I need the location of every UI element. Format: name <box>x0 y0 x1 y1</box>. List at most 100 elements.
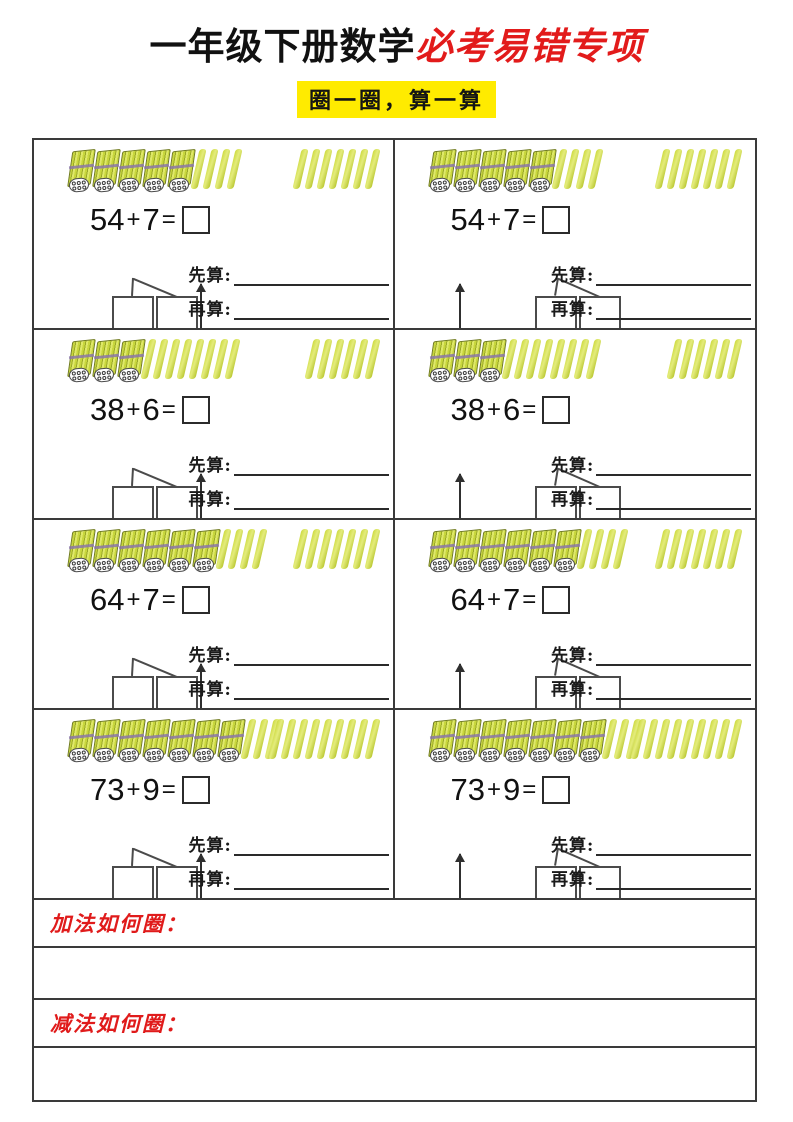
step-then-line-blank[interactable] <box>596 304 751 320</box>
tens-bundles-group <box>427 718 642 770</box>
decomposition-box-right[interactable] <box>578 486 621 518</box>
bundle-of-ten-icon <box>427 528 457 574</box>
decomposition-box-right[interactable] <box>156 296 198 328</box>
decomposition-box-left[interactable] <box>112 676 154 708</box>
step-then-line-blank[interactable] <box>596 494 751 510</box>
answer-box[interactable] <box>181 586 210 614</box>
step-then-line-blank[interactable] <box>596 874 751 890</box>
step-first-line-blank[interactable] <box>233 270 389 286</box>
step-then-line-blank[interactable] <box>233 494 389 510</box>
equation: 38+6= <box>451 392 571 428</box>
single-stick-icon <box>351 148 369 192</box>
single-stick-icon <box>726 528 743 572</box>
problem-row: 38+6=先算:再算:38+6=先算:再算: <box>34 330 755 520</box>
single-stick-icon <box>327 338 345 382</box>
answer-box[interactable] <box>542 776 571 804</box>
step-then-line-blank[interactable] <box>233 684 389 700</box>
bundle-of-ten-icon <box>552 718 582 764</box>
carry-arrow-icon <box>196 283 206 328</box>
tree-branch-line <box>133 278 177 298</box>
equation: 38+6= <box>90 392 210 428</box>
prompt-row-addition: 加法如何圈： <box>34 900 755 948</box>
decomposition-box-left[interactable] <box>534 486 577 518</box>
bundle-of-ten-icon <box>142 148 171 194</box>
decomposition-area <box>74 424 294 518</box>
answer-row-subtraction[interactable] <box>34 1048 755 1100</box>
decomposition-box-left[interactable] <box>112 296 154 328</box>
decomposition-box-left[interactable] <box>534 676 577 708</box>
bundle-of-ten-icon <box>502 718 532 764</box>
decomposition-box-right[interactable] <box>156 866 198 898</box>
single-stick-icon <box>351 528 369 572</box>
step-then-line-blank[interactable] <box>233 304 389 320</box>
tree-branch-line <box>131 657 134 676</box>
step-first-line-blank[interactable] <box>233 460 389 476</box>
decomposition-box-right[interactable] <box>578 296 621 328</box>
decomposition-box-left[interactable] <box>534 296 577 328</box>
answer-box[interactable] <box>181 396 210 424</box>
single-stick-icon <box>363 148 381 192</box>
addend-sticks-group <box>654 148 743 200</box>
single-stick-icon <box>327 528 345 572</box>
single-stick-icon <box>612 718 630 762</box>
problem-panel: 64+7=先算:再算: <box>395 520 756 708</box>
steps-answer-lines: 先算:再算: <box>189 261 389 322</box>
answer-box[interactable] <box>542 206 571 234</box>
step-first-line-blank[interactable] <box>233 650 389 666</box>
answer-box[interactable] <box>542 586 571 614</box>
single-stick-icon <box>303 338 321 382</box>
step-first-line: 先算: <box>551 451 751 476</box>
decomposition-area <box>435 804 655 898</box>
plus-operator: + <box>126 396 141 423</box>
step-then-line-blank[interactable] <box>233 874 389 890</box>
stick-illustration <box>34 148 393 200</box>
step-then-line-label: 再算: <box>551 870 595 890</box>
decomposition-box-right[interactable] <box>156 486 198 518</box>
single-stick-icon <box>315 338 333 382</box>
step-first-line-blank[interactable] <box>596 650 751 666</box>
title-black-part: 一年级下册数学 <box>149 24 416 68</box>
carry-arrow-icon <box>196 663 206 708</box>
bundle-of-ten-icon <box>502 528 532 574</box>
second-operand: 6 <box>503 392 521 427</box>
single-stick-icon <box>599 528 617 572</box>
answer-box[interactable] <box>181 776 210 804</box>
decomposition-box-right[interactable] <box>578 676 621 708</box>
answer-box[interactable] <box>181 206 210 234</box>
step-first-line-blank[interactable] <box>596 460 751 476</box>
step-then-line-label: 再算: <box>551 300 595 320</box>
equals-sign: = <box>522 396 537 423</box>
plus-operator: + <box>486 206 501 233</box>
addend-sticks-group <box>267 718 381 770</box>
carry-arrow-icon <box>196 473 206 518</box>
tens-bundles-group <box>67 718 281 770</box>
step-then-line-label: 再算: <box>551 490 595 510</box>
tree-branch-line <box>131 467 134 486</box>
decomposition-box-right[interactable] <box>578 866 621 898</box>
single-stick-icon <box>363 338 381 382</box>
single-stick-icon <box>584 338 602 382</box>
answer-row-addition[interactable] <box>34 948 755 1000</box>
equals-sign: = <box>161 396 176 423</box>
step-first-line: 先算: <box>189 641 389 666</box>
single-stick-icon <box>562 148 580 192</box>
bundle-of-ten-icon <box>192 718 221 764</box>
second-operand: 7 <box>503 202 521 237</box>
decomposition-box-left[interactable] <box>534 866 577 898</box>
step-first-line-blank[interactable] <box>233 840 389 856</box>
step-then-line-blank[interactable] <box>596 684 751 700</box>
carry-arrow-icon <box>454 283 465 328</box>
decomposition-box-left[interactable] <box>112 486 154 518</box>
bundle-of-ten-icon <box>527 528 557 574</box>
answer-box[interactable] <box>542 396 571 424</box>
decomposition-box-left[interactable] <box>112 866 154 898</box>
step-first-line: 先算: <box>189 451 389 476</box>
step-first-line: 先算: <box>189 261 389 286</box>
single-stick-icon <box>339 338 357 382</box>
step-first-line-blank[interactable] <box>596 840 751 856</box>
number-decomposition-tree <box>74 614 294 708</box>
step-first-line-blank[interactable] <box>596 270 751 286</box>
single-stick-icon <box>500 338 518 382</box>
bundle-of-ten-icon <box>477 148 507 194</box>
decomposition-box-right[interactable] <box>156 676 198 708</box>
